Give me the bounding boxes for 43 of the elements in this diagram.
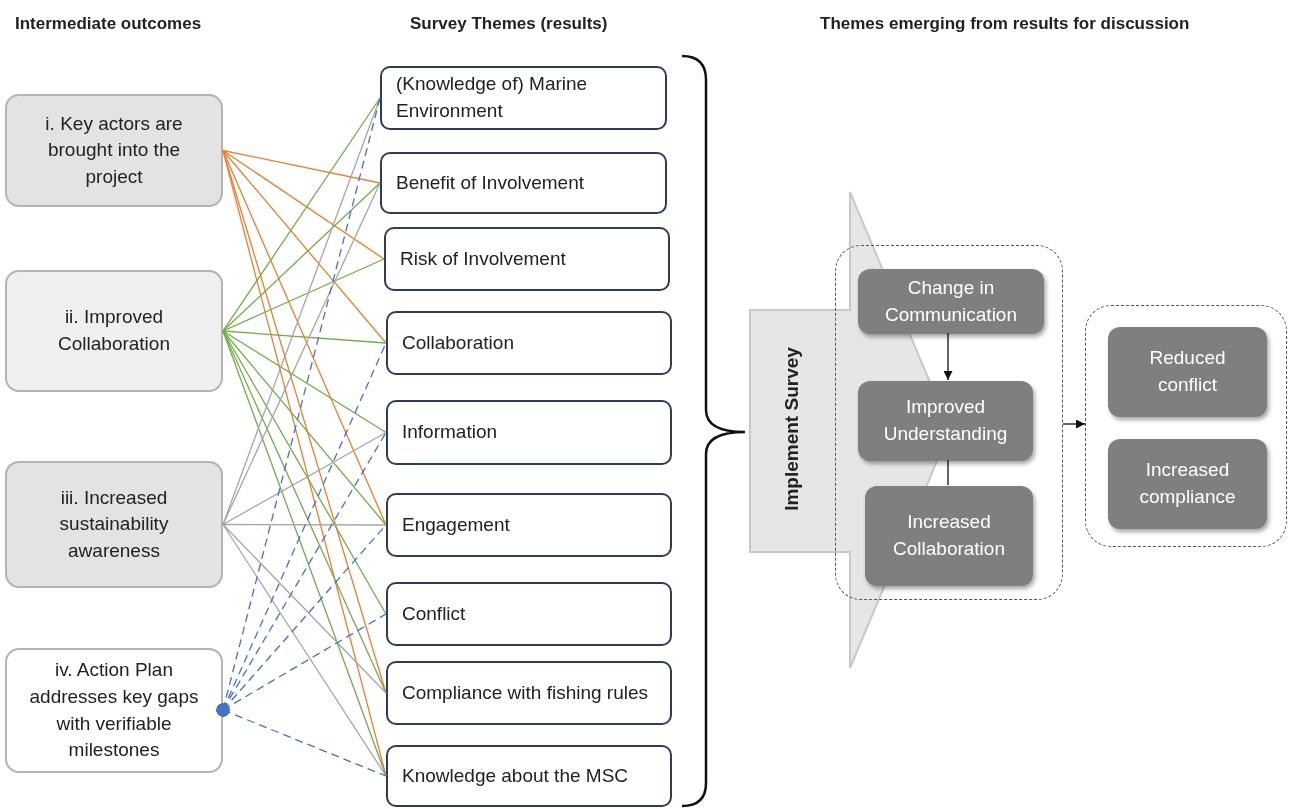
theme-box: Collaboration [386, 311, 672, 375]
connector-line [222, 330, 387, 526]
arrow [1062, 419, 1086, 429]
theme-box: Risk of Involvement [384, 227, 670, 291]
theme-box: Conflict [386, 582, 672, 646]
arrow [943, 332, 953, 381]
outcome-box: iii. Increased sustainability awareness [5, 461, 223, 588]
connector-line [222, 431, 387, 526]
theme-box: Compliance with fishing rules [386, 661, 672, 725]
theme-box: Knowledge about the MSC [386, 745, 672, 807]
connector-line [222, 330, 387, 777]
column-heading: Themes emerging from results for discussion [820, 14, 1190, 34]
dashed-group [835, 245, 1063, 600]
connector-line [222, 523, 387, 777]
column-heading: Survey Themes (results) [410, 14, 608, 34]
connector-line [222, 149, 387, 344]
outcome-box: i. Key actors are brought into the project [5, 94, 223, 207]
connector-line [222, 149, 385, 260]
connector-line [222, 97, 381, 332]
connector-line [222, 330, 387, 344]
connector-line [222, 182, 381, 332]
connector-line [216, 703, 387, 777]
result-box: Increased compliance [1108, 439, 1267, 529]
connector-line [222, 330, 387, 434]
dashed-group [1085, 305, 1287, 547]
theme-box: (Knowledge of) Marine Environment [380, 66, 667, 130]
connector-line [222, 258, 385, 332]
result-box: Reduced conflict [1108, 327, 1267, 417]
connector-line [222, 523, 387, 694]
connector-line [222, 523, 387, 526]
result-box: Increased Collaboration [865, 486, 1033, 586]
connector-line [222, 149, 381, 184]
vertical-heading: Implement Survey [781, 346, 803, 513]
connector-line [222, 330, 387, 615]
result-box: Change in Communication [858, 269, 1044, 334]
theme-box: Information [386, 400, 672, 465]
column-heading: Intermediate outcomes [15, 14, 202, 34]
theme-box: Benefit of Involvement [380, 152, 667, 214]
result-box: Improved Understanding [858, 381, 1033, 461]
theme-box: Engagement [386, 493, 672, 557]
connector-line [947, 459, 949, 486]
outcome-box: ii. Improved Collaboration [5, 270, 223, 392]
outcome-box: iv. Action Plan addresses key gaps with verifiable milestones [5, 648, 223, 773]
